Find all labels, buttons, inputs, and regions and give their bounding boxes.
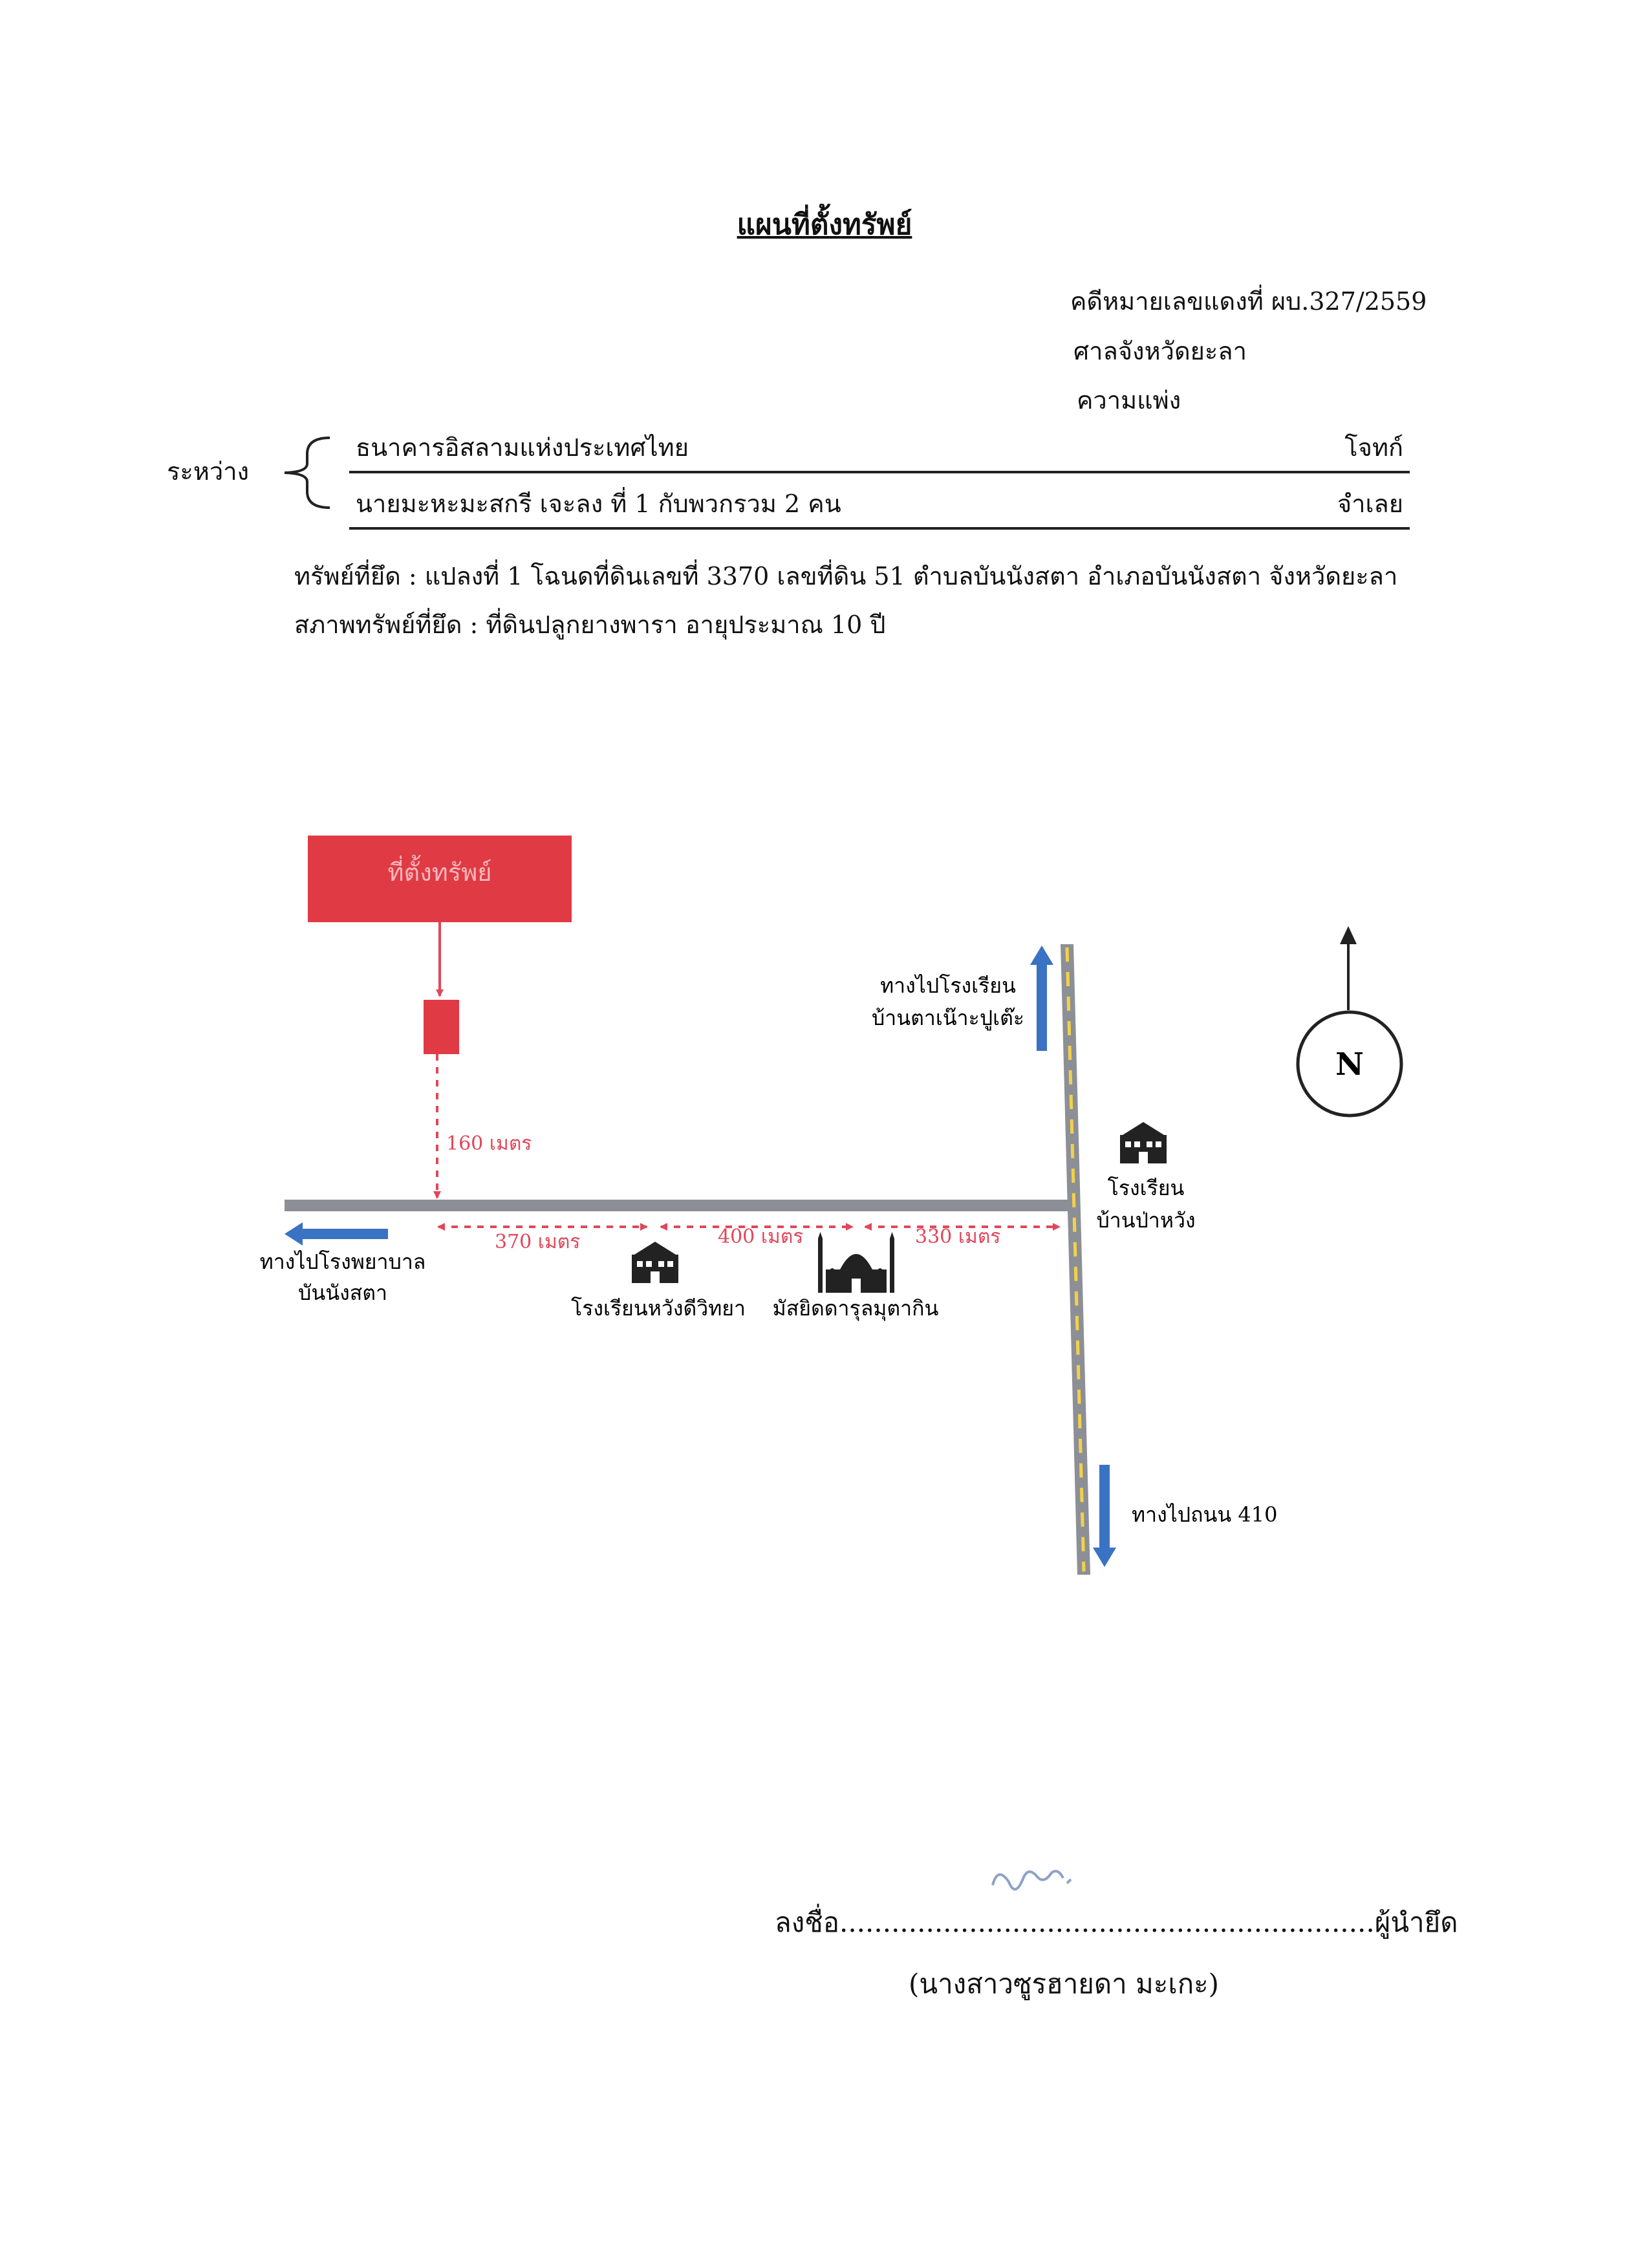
arrow-down-icon xyxy=(1093,1465,1116,1567)
school-east-line1: โรงเรียน xyxy=(1108,1176,1185,1200)
mosque-label: มัสยิดดารุลมุตากิน xyxy=(773,1296,939,1321)
arrow-left-icon xyxy=(285,1222,388,1246)
school-east-icon xyxy=(1120,1122,1167,1163)
signer-name: (นางสาวซูรฮายดา มะเกะ) xyxy=(909,1968,1220,2000)
case-type: ความแพ่ง xyxy=(1077,386,1181,415)
plaintiff-name: ธนาคารอิสลามแห่งประเทศไทย xyxy=(356,433,689,462)
defendant-role: จำเลย xyxy=(1337,490,1403,518)
dist-3-label: 330 เมตร xyxy=(915,1226,1000,1248)
vertical-road xyxy=(1061,944,1090,1575)
property-box xyxy=(308,836,572,922)
signature-line: ลงชื่อ..................................… xyxy=(775,1906,1458,1938)
defendant-name: นายมะหะมะสกรี เจะลง ที่ 1 กับพวกรวม 2 คน xyxy=(356,490,841,518)
property-box-label: ที่ตั้งทรัพย์ xyxy=(387,854,491,887)
to-road-410: ทางไปถนน 410 xyxy=(1132,1502,1277,1527)
dist-property-label: 160 เมตร xyxy=(446,1132,532,1155)
to-school-north-line2: บ้านตาเน๊าะปูเต๊ะ xyxy=(872,1006,1024,1031)
party-brace xyxy=(284,437,330,509)
road-center-line xyxy=(1065,947,1086,1572)
to-hospital-line1: ทางไปโรงพยาบาล xyxy=(260,1249,426,1274)
dist-1-label: 370 เมตร xyxy=(495,1231,580,1253)
to-school-north-line1: ทางไปโรงเรียน xyxy=(880,973,1016,998)
school-east-line2: บ้านป่าหวัง xyxy=(1096,1208,1195,1233)
school-wang-icon xyxy=(632,1242,678,1283)
case-number: คดีหมายเลขแดงที่ ผบ.327/2559 xyxy=(1070,287,1427,316)
signature-scribble xyxy=(991,1870,1072,1891)
arrow-up-icon xyxy=(1030,945,1053,1051)
between-label: ระหว่าง xyxy=(167,457,250,486)
north-label: N xyxy=(1335,1046,1364,1083)
mosque-icon xyxy=(818,1232,894,1293)
court-name: ศาลจังหวัดยะลา xyxy=(1073,337,1247,365)
school-wang-label: โรงเรียนหวังดีวิทยา xyxy=(571,1296,746,1321)
dist-2-label: 400 เมตร xyxy=(718,1226,803,1248)
main-road xyxy=(285,1200,1071,1211)
compass-circle xyxy=(1296,1010,1403,1118)
page-title: แผนที่ตั้งทรัพย์ xyxy=(737,208,912,241)
to-hospital-line2: บันนังสตา xyxy=(298,1280,387,1305)
property-condition: สภาพทรัพย์ที่ยึด : ที่ดินปลูกยางพารา อาย… xyxy=(294,610,886,639)
plaintiff-role: โจทก์ xyxy=(1344,433,1403,462)
plaintiff-row: ธนาคารอิสลามแห่งประเทศไทย โจทก์ xyxy=(349,432,1410,473)
seized-property: ทรัพย์ที่ยึด : แปลงที่ 1 โฉนดที่ดินเลขที… xyxy=(294,562,1398,590)
property-plot xyxy=(424,1000,459,1054)
defendant-row: นายมะหะมะสกรี เจะลง ที่ 1 กับพวกรวม 2 คน… xyxy=(349,488,1410,530)
